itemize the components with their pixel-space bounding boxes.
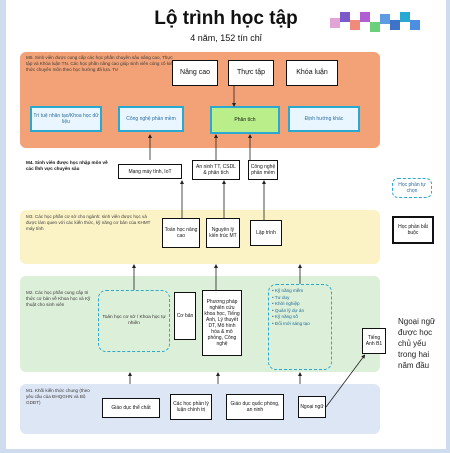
legend-elective: Học phần tự chọn (392, 178, 432, 198)
group-m2-description: M2. Các học phần cung cấp tri thức cơ bả… (26, 290, 91, 307)
box-ly-luan-chinh-tri: Các học phần lý luận chính trị (170, 394, 212, 420)
box-tri-tue: Trí tuệ nhân tạo/Khoa học dữ liệu (30, 106, 102, 132)
box-toan-hoc-nang-cao: Toán học nâng cao (162, 218, 200, 248)
box-lap-trinh: Lập trình (250, 220, 282, 246)
page-subtitle: 4 năm, 152 tín chỉ (190, 33, 262, 43)
group-m2-band (20, 276, 380, 372)
group-m3-band (20, 210, 380, 264)
school-logo (330, 12, 420, 32)
box-cong-nghe-pm: Công nghệ phần mềm (118, 106, 184, 132)
box-ngoai-ngu: Ngoại ngữ (298, 396, 326, 418)
box-an-ninh: An ninh TT, CSDL & phân tích (192, 160, 240, 180)
box-giao-duc-the-chat: Giáo dục thể chất (102, 398, 160, 418)
box-phuong-phap: Phương pháp nghiên cứu khoa học, Tiếng A… (202, 290, 242, 356)
box-khoa-luan: Khóa luận (286, 60, 338, 86)
side-note: Ngoại ngữ được học chủ yếu trong hai năm… (398, 317, 436, 370)
box-nguyen-ly-kien-truc: Nguyên lý kiến trúc MT (206, 218, 240, 248)
box-thuc-tap: Thực tập (228, 60, 274, 86)
box-phan-tich: Phân tích (210, 106, 280, 134)
box-gd-quoc-phong: Giáo dục quốc phòng, an ninh (226, 394, 284, 420)
box-cong-nghe-pm-2: Công nghệ phần mềm (248, 160, 278, 180)
page-title: Lộ trình học tập (154, 8, 298, 29)
box-toan-co-so: Toán học cơ sở / Khoa học tự nhiên (98, 290, 170, 352)
group-m4-description: M4. Sinh viên được học nhập môn về các l… (26, 160, 108, 171)
box-nang-cao: Nâng cao (172, 60, 218, 86)
group-m3-description: M3. Các học phần cơ sở cho ngành: sinh v… (26, 214, 151, 231)
box-tieng-anh-b1: Tiếng Anh B1 (362, 328, 386, 354)
box-ky-nang-list: • Kỹ năng mềm • Tư duy • Khởi nghiệp • Q… (268, 284, 332, 370)
group-m1-description: M1. Khối kiến thức chung (theo yêu cầu c… (26, 388, 90, 405)
box-co-ban: Cơ bản (174, 292, 196, 340)
connector-lines (128, 86, 366, 408)
legend-required: Học phần bắt buộc (392, 216, 434, 244)
box-dinh-huong: Định hướng khác (288, 106, 360, 132)
group-m5-description: M5. Sinh viên được cung cấp các học phần… (26, 55, 176, 72)
box-mang-may-tinh: Mạng máy tính, IoT (118, 164, 182, 179)
